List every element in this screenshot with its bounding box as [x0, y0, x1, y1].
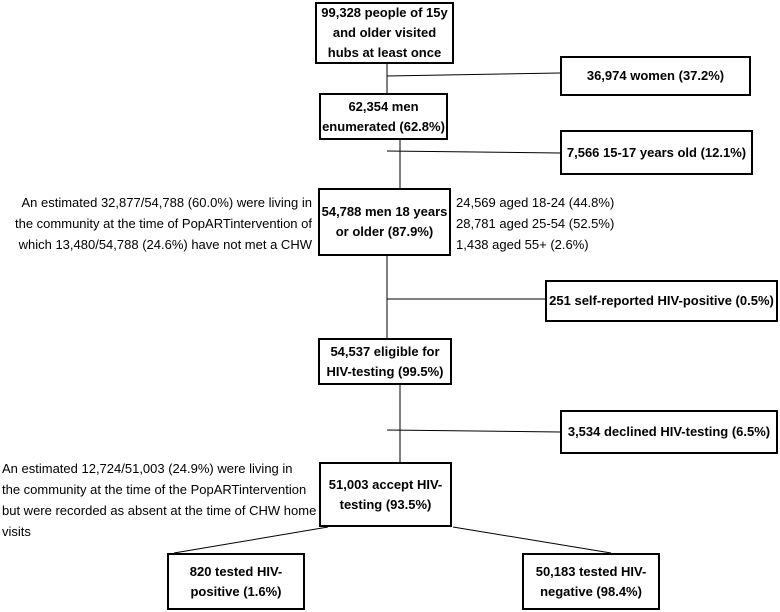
men-18-older-box: 54,788 men 18 years or older (87.9%) — [318, 188, 451, 256]
age-15-17-label: 7,566 15-17 years old (12.1%) — [566, 144, 747, 160]
declined-label: 3,534 declined HIV-testing (6.5%) — [567, 424, 771, 439]
age-15-17-box: 7,566 15-17 years old (12.1%) — [560, 130, 753, 175]
women-label: 36,974 women (37.2%) — [586, 68, 725, 83]
absent-note-left: An estimated 12,724/51,003 (24.9%) were … — [2, 458, 316, 542]
community-note-line-1: An estimated 32,877/54,788 (60.0%) were … — [21, 195, 312, 210]
men-enumerated-line-1: 62,354 men — [348, 98, 419, 114]
men-18-older-line-1: 54,788 men 18 years — [321, 204, 448, 219]
tested-negative-line-1: 50,183 tested HIV- — [535, 563, 647, 579]
tested-positive-box: 820 tested HIV- positive (1.6%) — [167, 553, 305, 610]
tested-positive-line-1: 820 tested HIV- — [189, 563, 283, 579]
women-box: 36,974 women (37.2%) — [560, 56, 751, 96]
connector-branch-declined — [386, 429, 561, 433]
declined-box: 3,534 declined HIV-testing (6.5%) — [560, 410, 778, 454]
tested-negative-line-2: negative (98.4%) — [540, 583, 642, 599]
age-55-plus: 1,438 aged 55+ (2.6%) — [456, 237, 589, 252]
community-note-line-3: which 13,480/54,788 (24.6%) have not met… — [18, 237, 312, 252]
absent-note-line-1: An estimated 12,724/51,003 (24.9%) were … — [2, 461, 293, 476]
accept-line-2: testing (93.5%) — [339, 496, 432, 512]
tested-positive-line-2: positive (1.6%) — [190, 583, 282, 599]
self-reported-box: 251 self-reported HIV-positive (0.5%) — [545, 280, 778, 322]
age-breakdown-note: 24,569 aged 18-24 (44.8%) 28,781 aged 25… — [456, 192, 614, 255]
tested-negative-box: 50,183 tested HIV- negative (98.4%) — [522, 553, 660, 610]
accept-box: 51,003 accept HIV- testing (93.5%) — [319, 462, 452, 527]
age-18-24: 24,569 aged 18-24 (44.8%) — [456, 195, 615, 210]
visited-hubs-line-3: hubs at least once — [327, 45, 442, 60]
men-enumerated-box: 62,354 men enumerated (62.8%) — [319, 93, 448, 140]
age-25-54: 28,781 aged 25-54 (52.5%) — [456, 216, 615, 231]
men-18-older-line-2: or older (87.9%) — [335, 224, 434, 239]
community-note-line-2: the community at the time of PopARTinter… — [15, 216, 312, 231]
connector-left-positive — [173, 526, 329, 554]
connector-right-negative — [452, 526, 612, 554]
visited-hubs-line-1: 99,328 people of 15y — [321, 5, 448, 20]
absent-note-line-2: the community at the time of the PopARTi… — [2, 482, 307, 497]
visited-hubs-line-2: and older visited — [332, 25, 437, 40]
men-enumerated-line-2: enumerated (62.8%) — [322, 118, 445, 134]
connector-branch-age — [386, 150, 561, 154]
eligible-line-2: HIV-testing (99.5%) — [326, 363, 444, 379]
absent-note-line-3: but were recorded as absent at the time … — [2, 503, 317, 518]
eligible-box: 54,537 eligible for HIV-testing (99.5%) — [318, 338, 452, 385]
absent-note-line-4: visits — [2, 524, 31, 539]
self-reported-label: 251 self-reported HIV-positive (0.5%) — [549, 293, 774, 308]
community-note-left: An estimated 32,877/54,788 (60.0%) were … — [15, 192, 312, 255]
visited-hubs-box: 99,328 people of 15y and older visited h… — [315, 2, 454, 64]
connector-branch-women — [386, 72, 561, 77]
accept-line-1: 51,003 accept HIV- — [328, 476, 443, 492]
eligible-line-1: 54,537 eligible for — [330, 343, 440, 359]
